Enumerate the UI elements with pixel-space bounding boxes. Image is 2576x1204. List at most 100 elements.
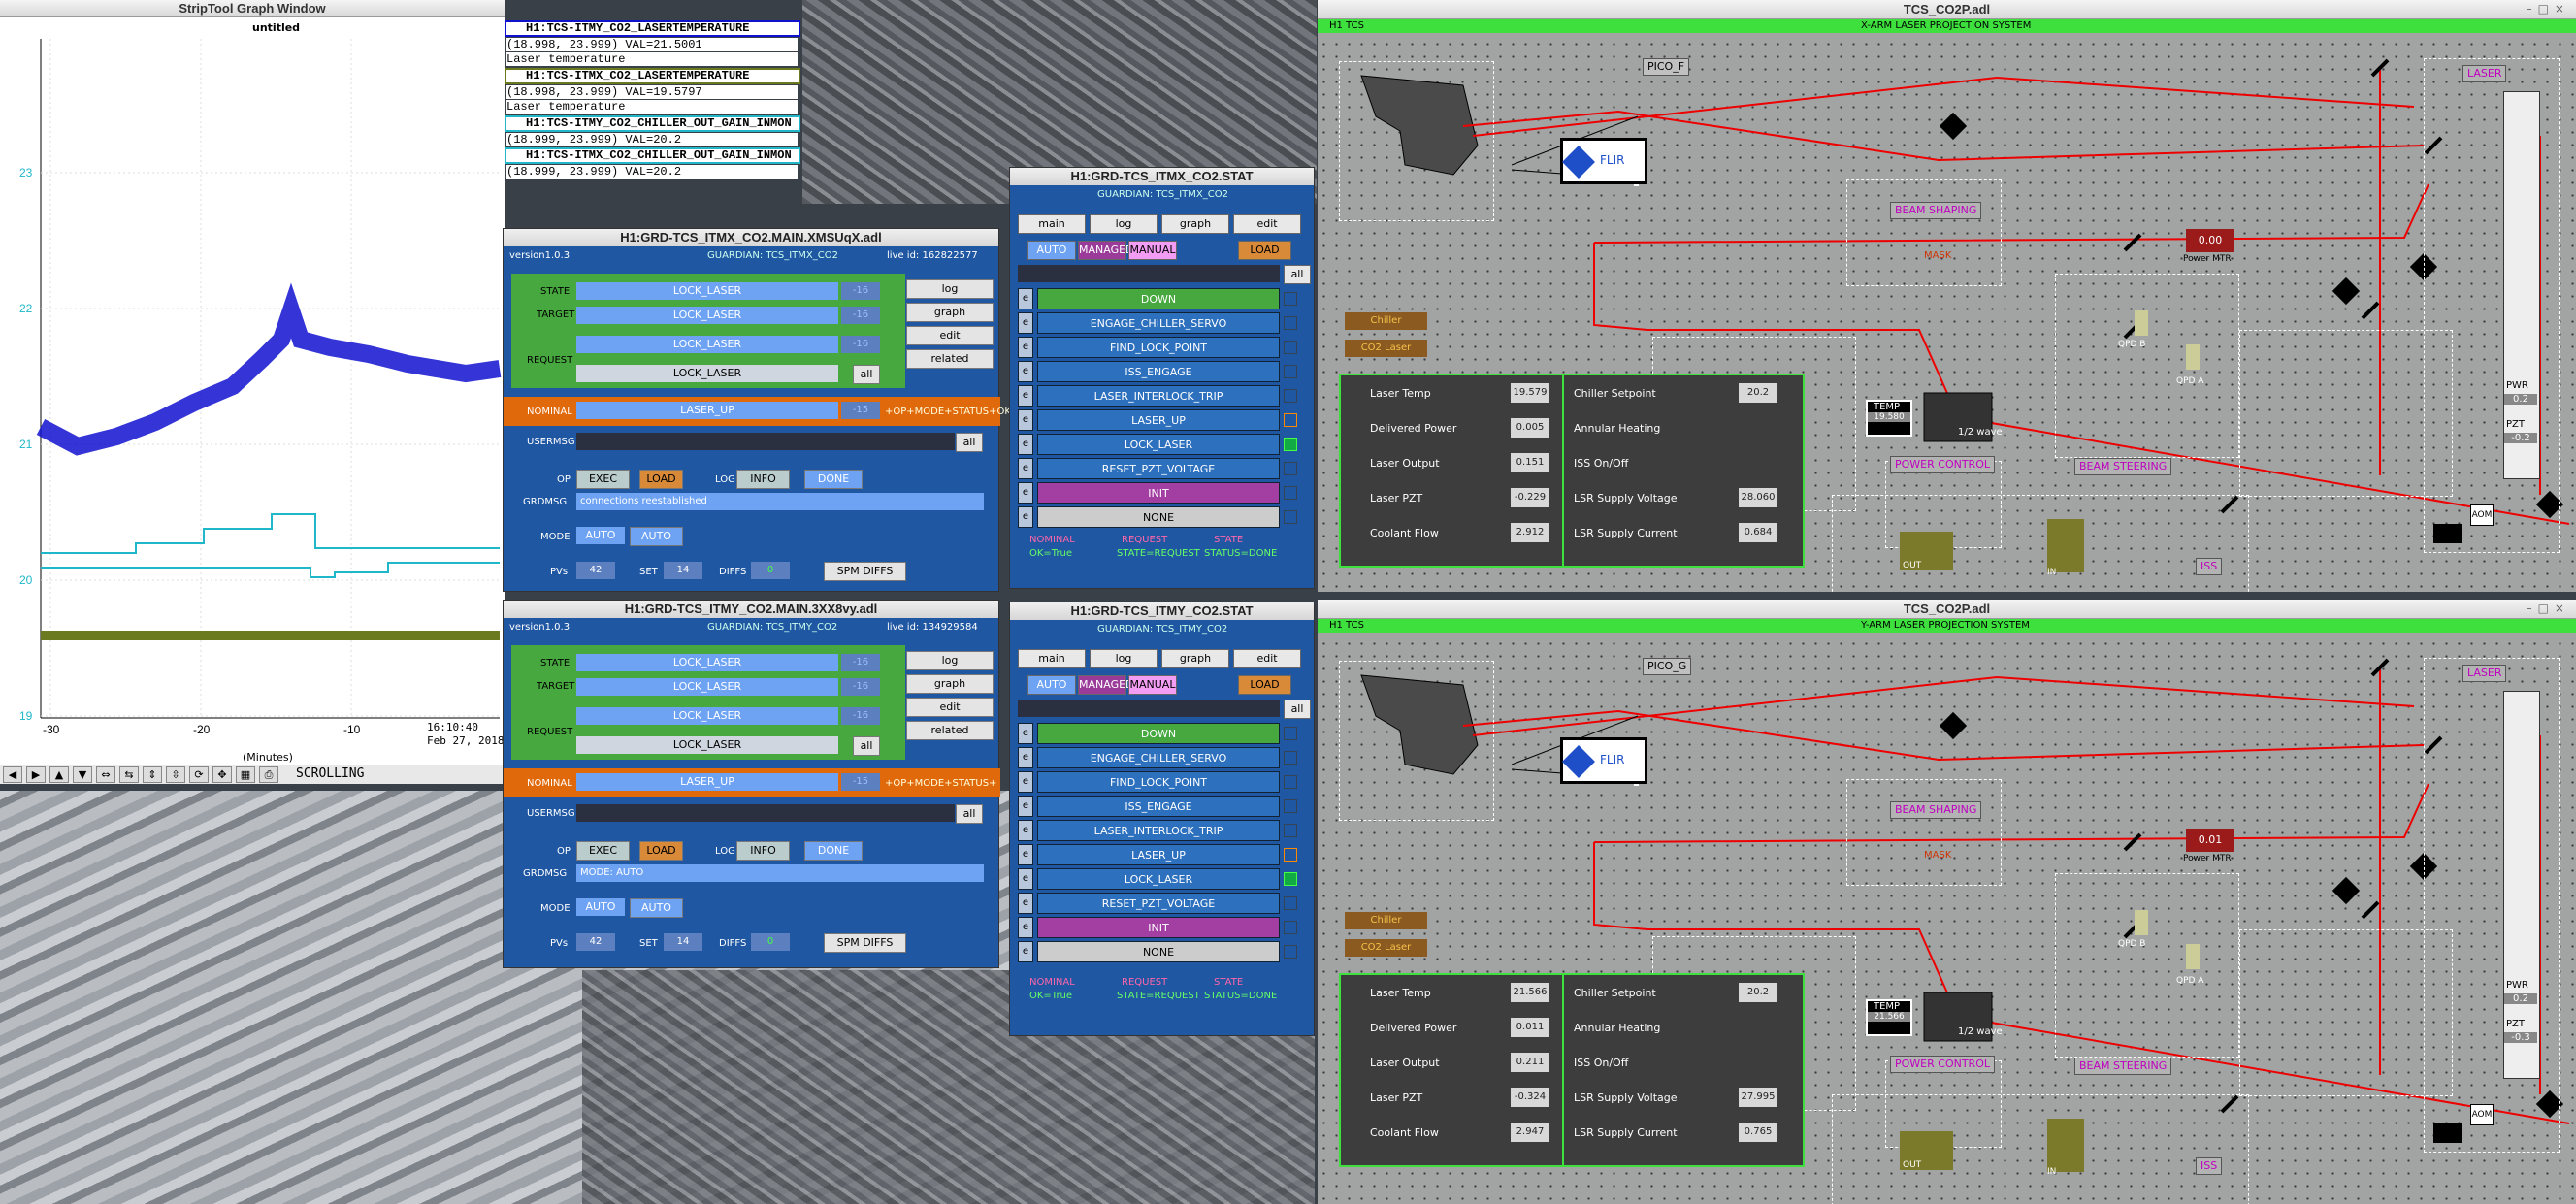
- all-button[interactable]: all: [853, 736, 880, 756]
- state-row[interactable]: DOWN: [1037, 723, 1280, 744]
- state-goto-button[interactable]: e: [1018, 458, 1033, 479]
- window-controls[interactable]: –□×: [2526, 602, 2570, 615]
- state-goto-button[interactable]: e: [1018, 723, 1033, 744]
- log-select[interactable]: INFO: [736, 841, 790, 861]
- load-button[interactable]: LOAD: [639, 470, 683, 489]
- state-goto-button[interactable]: e: [1018, 771, 1033, 793]
- window-controls[interactable]: –□×: [2526, 2, 2570, 16]
- zoom-y-in-icon[interactable]: ⇕: [143, 766, 162, 783]
- mode-auto[interactable]: AUTO: [1027, 675, 1076, 695]
- request-dropdown[interactable]: LOCK_LASER: [576, 736, 838, 754]
- pico-button[interactable]: PICO_G: [1643, 658, 1692, 675]
- state-goto-button[interactable]: e: [1018, 506, 1033, 528]
- tab-edit[interactable]: edit: [1233, 214, 1301, 234]
- usermsg-all-button[interactable]: all: [956, 433, 983, 452]
- state-row[interactable]: LOCK_LASER: [1037, 434, 1280, 455]
- related-button[interactable]: related: [906, 349, 994, 369]
- state-goto-button[interactable]: e: [1018, 361, 1033, 382]
- power-control-button[interactable]: POWER CONTROL: [1890, 1056, 1995, 1073]
- state-goto-button[interactable]: e: [1018, 385, 1033, 407]
- tab-edit[interactable]: edit: [1233, 649, 1301, 668]
- state-row[interactable]: LOCK_LASER: [1037, 868, 1280, 890]
- op-select[interactable]: EXEC: [576, 470, 630, 489]
- request-dropdown[interactable]: LOCK_LASER: [576, 365, 838, 382]
- legend-item[interactable]: H1:TCS-ITMY_CO2_LASERTEMPERATURE: [505, 20, 800, 37]
- state-row[interactable]: INIT: [1037, 917, 1280, 938]
- iss-button[interactable]: ISS: [2196, 1157, 2223, 1175]
- state-goto-button[interactable]: e: [1018, 337, 1033, 358]
- log-select[interactable]: INFO: [736, 470, 790, 489]
- down-arrow-icon[interactable]: ▼: [73, 766, 92, 783]
- graph-icon[interactable]: ▦: [236, 766, 255, 783]
- log-button[interactable]: log: [906, 651, 994, 670]
- state-row[interactable]: RESET_PZT_VOLTAGE: [1037, 893, 1280, 914]
- state-row[interactable]: ISS_ENGAGE: [1037, 361, 1280, 382]
- tab-graph[interactable]: graph: [1161, 214, 1229, 234]
- state-row[interactable]: LASER_INTERLOCK_TRIP: [1037, 385, 1280, 407]
- co2-laser-button[interactable]: CO2 Laser: [1345, 340, 1427, 357]
- state-goto-button[interactable]: e: [1018, 917, 1033, 938]
- usermsg-all-button[interactable]: all: [956, 804, 983, 824]
- state-goto-button[interactable]: e: [1018, 747, 1033, 768]
- edit-button[interactable]: edit: [906, 698, 994, 717]
- state-row[interactable]: DOWN: [1037, 288, 1280, 309]
- pico-button[interactable]: PICO_F: [1643, 58, 1690, 76]
- chiller-button[interactable]: Chiller: [1345, 312, 1427, 330]
- tab-log[interactable]: log: [1090, 214, 1158, 234]
- beam-shaping-button[interactable]: BEAM SHAPING: [1890, 801, 1982, 819]
- all-button[interactable]: all: [853, 365, 880, 384]
- state-goto-button[interactable]: e: [1018, 893, 1033, 914]
- load-button[interactable]: LOAD: [1238, 675, 1291, 695]
- state-goto-button[interactable]: e: [1018, 820, 1033, 841]
- beam-steering-button[interactable]: BEAM STEERING: [2074, 458, 2172, 475]
- state-goto-button[interactable]: e: [1018, 941, 1033, 962]
- all-button[interactable]: all: [1284, 700, 1311, 719]
- legend-item[interactable]: H1:TCS-ITMX_CO2_LASERTEMPERATURE: [505, 68, 800, 84]
- state-row[interactable]: ENGAGE_CHILLER_SERVO: [1037, 747, 1280, 768]
- print-icon[interactable]: ⎙: [259, 766, 278, 783]
- mode-manual[interactable]: MANUAL: [1128, 675, 1177, 695]
- up-arrow-icon[interactable]: ▲: [49, 766, 69, 783]
- state-goto-button[interactable]: e: [1018, 482, 1033, 504]
- all-button[interactable]: all: [1284, 265, 1311, 284]
- state-row[interactable]: RESET_PZT_VOLTAGE: [1037, 458, 1280, 479]
- power-control-button[interactable]: POWER CONTROL: [1890, 456, 1995, 473]
- beam-steering-button[interactable]: BEAM STEERING: [2074, 1058, 2172, 1075]
- zoom-y-out-icon[interactable]: ⇳: [166, 766, 185, 783]
- spm-diffs-button[interactable]: SPM DIFFS: [824, 562, 906, 581]
- state-goto-button[interactable]: e: [1018, 796, 1033, 817]
- mode-managed[interactable]: MANAGED: [1078, 675, 1134, 695]
- co2-laser-button[interactable]: CO2 Laser: [1345, 939, 1427, 957]
- state-goto-button[interactable]: e: [1018, 868, 1033, 890]
- graph-button[interactable]: graph: [906, 303, 994, 322]
- right-arrow-icon[interactable]: ▶: [26, 766, 46, 783]
- log-button[interactable]: log: [906, 279, 994, 299]
- state-row[interactable]: NONE: [1037, 506, 1280, 528]
- state-goto-button[interactable]: e: [1018, 312, 1033, 334]
- left-arrow-icon[interactable]: ◀: [3, 766, 22, 783]
- load-button[interactable]: LOAD: [1238, 241, 1291, 260]
- state-row[interactable]: LASER_INTERLOCK_TRIP: [1037, 820, 1280, 841]
- related-button[interactable]: related: [906, 721, 994, 740]
- zoom-x-in-icon[interactable]: ⇔: [96, 766, 115, 783]
- edit-button[interactable]: edit: [906, 326, 994, 345]
- mode-managed[interactable]: MANAGED: [1078, 241, 1134, 260]
- op-select[interactable]: EXEC: [576, 841, 630, 861]
- iss-button[interactable]: ISS: [2196, 558, 2223, 575]
- state-row[interactable]: LASER_UP: [1037, 844, 1280, 865]
- state-row[interactable]: INIT: [1037, 482, 1280, 504]
- zoom-x-out-icon[interactable]: ⇆: [119, 766, 139, 783]
- state-row[interactable]: NONE: [1037, 941, 1280, 962]
- tab-main[interactable]: main: [1018, 214, 1086, 234]
- tab-log[interactable]: log: [1090, 649, 1158, 668]
- state-goto-button[interactable]: e: [1018, 844, 1033, 865]
- state-goto-button[interactable]: e: [1018, 409, 1033, 431]
- beam-shaping-button[interactable]: BEAM SHAPING: [1890, 202, 1982, 219]
- state-row[interactable]: FIND_LOCK_POINT: [1037, 771, 1280, 793]
- mode-auto[interactable]: AUTO: [1027, 241, 1076, 260]
- refresh-icon[interactable]: ⟳: [189, 766, 209, 783]
- tab-main[interactable]: main: [1018, 649, 1086, 668]
- load-button[interactable]: LOAD: [639, 841, 683, 861]
- legend-item[interactable]: H1:TCS-ITMX_CO2_CHILLER_OUT_GAIN_INMON: [505, 147, 800, 164]
